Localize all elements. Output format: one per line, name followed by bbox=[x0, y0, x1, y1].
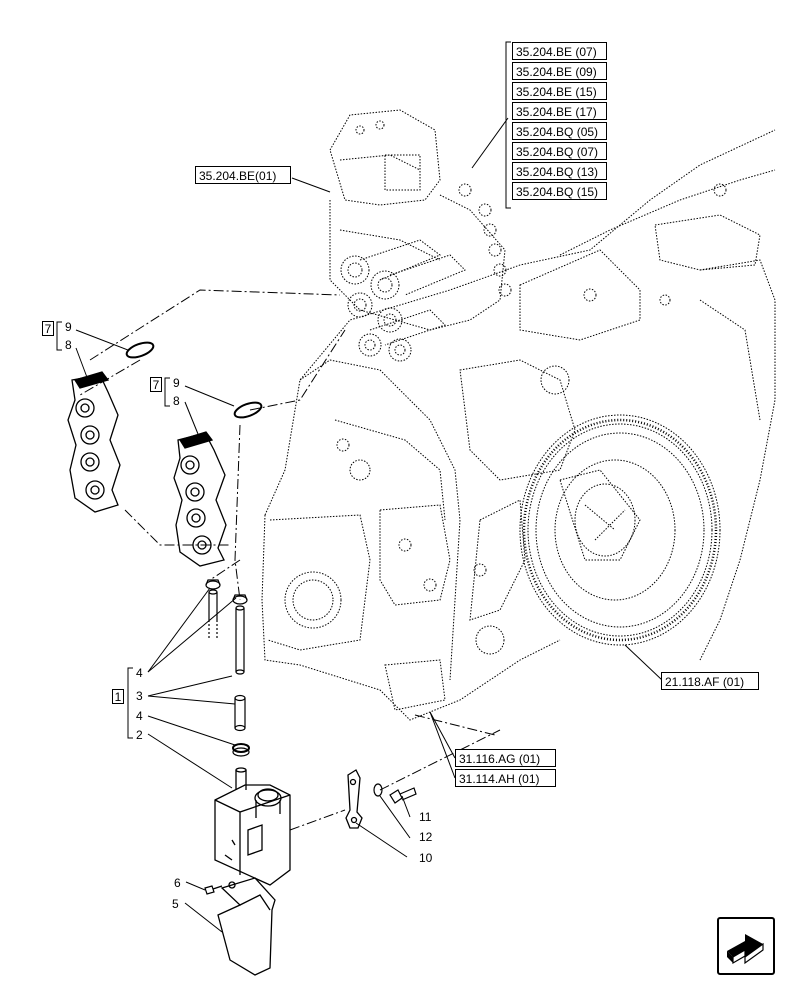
callout-6: 6 bbox=[174, 876, 181, 890]
screw bbox=[204, 885, 223, 895]
bracket bbox=[217, 877, 276, 976]
ref-21-118-af-01[interactable]: 21.118.AF (01) bbox=[661, 672, 759, 690]
valve-body bbox=[214, 767, 291, 886]
o-ring-right bbox=[233, 401, 263, 419]
callout-11: 11 bbox=[419, 810, 432, 824]
ref-35-204-be-09[interactable]: 35.204.BE (09) bbox=[512, 62, 607, 80]
ref-35-204-bq-05[interactable]: 35.204.BQ (05) bbox=[512, 122, 607, 140]
washer bbox=[373, 783, 383, 797]
ref-35-204-be-07[interactable]: 35.204.BE (07) bbox=[512, 42, 607, 60]
ref-35-204-bq-07[interactable]: 35.204.BQ (07) bbox=[512, 142, 607, 160]
callout-4-bottom: 4 bbox=[136, 709, 143, 723]
callout-8-right: 8 bbox=[173, 394, 180, 408]
bolt bbox=[389, 787, 417, 804]
next-page-arrow-icon bbox=[727, 934, 764, 965]
callout-2: 2 bbox=[136, 728, 143, 742]
mounting-bracket bbox=[345, 769, 363, 829]
ref-31-114-ah-01[interactable]: 31.114.AH (01) bbox=[455, 769, 556, 787]
callout-7-left: 7 bbox=[42, 321, 54, 336]
callout-12: 12 bbox=[419, 830, 433, 844]
next-page-button[interactable] bbox=[717, 917, 775, 975]
leader-lines bbox=[75, 117, 663, 933]
ref-31-116-ag-01[interactable]: 31.116.AG (01) bbox=[455, 749, 556, 767]
transmission-housing bbox=[261, 129, 776, 721]
control-valve-block bbox=[329, 109, 512, 362]
assembly-lines bbox=[79, 289, 501, 831]
callout-brackets bbox=[56, 41, 511, 739]
callout-9-right: 9 bbox=[173, 376, 180, 390]
callout-7-right: 7 bbox=[150, 377, 162, 392]
callout-3: 3 bbox=[136, 689, 143, 703]
callout-8-left: 8 bbox=[65, 338, 72, 352]
callout-5: 5 bbox=[172, 897, 179, 911]
callout-1: 1 bbox=[112, 689, 124, 704]
o-ring-left bbox=[125, 341, 155, 359]
flywheel-ring-teeth bbox=[522, 418, 718, 642]
coupler-block-right bbox=[173, 431, 227, 567]
callout-4-top: 4 bbox=[136, 666, 143, 680]
callout-10: 10 bbox=[419, 851, 433, 865]
flywheel-ring bbox=[519, 414, 721, 646]
pipes-and-clips bbox=[205, 579, 250, 757]
coupler-block-left bbox=[67, 371, 121, 513]
ref-35-204-be-15[interactable]: 35.204.BE (15) bbox=[512, 82, 607, 100]
ref-35-204-bq-15[interactable]: 35.204.BQ (15) bbox=[512, 182, 607, 200]
ref-35-204-be-17[interactable]: 35.204.BE (17) bbox=[512, 102, 607, 120]
ref-35-204-bq-13[interactable]: 35.204.BQ (13) bbox=[512, 162, 607, 180]
callout-9-left: 9 bbox=[65, 320, 72, 334]
ref-35-204-be-01[interactable]: 35.204.BE(01) bbox=[195, 166, 291, 184]
